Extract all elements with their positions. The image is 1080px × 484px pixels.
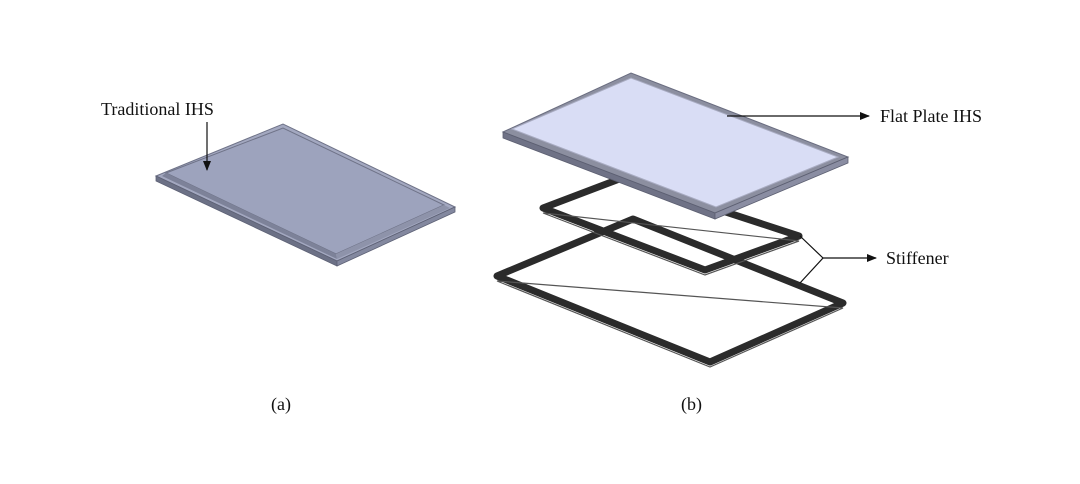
stiffener-label: Stiffener bbox=[886, 248, 949, 268]
traditional-ihs-label: Traditional IHS bbox=[101, 99, 214, 119]
stiffener-lower-outer bbox=[493, 215, 847, 366]
stiffener-lower-edge bbox=[496, 280, 844, 368]
flat-plate-ihs bbox=[501, 72, 850, 220]
stiffener-upper-edge bbox=[542, 212, 800, 276]
stiffener-lower bbox=[493, 215, 847, 368]
traditional-ihs-top-side-right bbox=[336, 205, 450, 259]
traditional-ihs bbox=[154, 123, 457, 267]
stiffener-upper-outer bbox=[539, 174, 803, 274]
traditional-ihs-top-side bbox=[162, 173, 337, 259]
traditional-ihs-flange-side-right bbox=[336, 206, 456, 267]
stiffener-leader-bracket bbox=[799, 235, 824, 284]
panel-a: Traditional IHS (a) bbox=[101, 99, 457, 415]
panel-b: Flat Plate IHS Stiffener (b) bbox=[493, 72, 982, 415]
flat-plate-ihs-label: Flat Plate IHS bbox=[880, 106, 982, 126]
flat-plate-ihs-top bbox=[510, 77, 840, 208]
stiffener-upper bbox=[539, 174, 803, 276]
panel-b-caption: (b) bbox=[681, 394, 702, 415]
panel-a-caption: (a) bbox=[271, 394, 291, 415]
flat-plate-ihs-rim-side-right bbox=[714, 156, 849, 220]
